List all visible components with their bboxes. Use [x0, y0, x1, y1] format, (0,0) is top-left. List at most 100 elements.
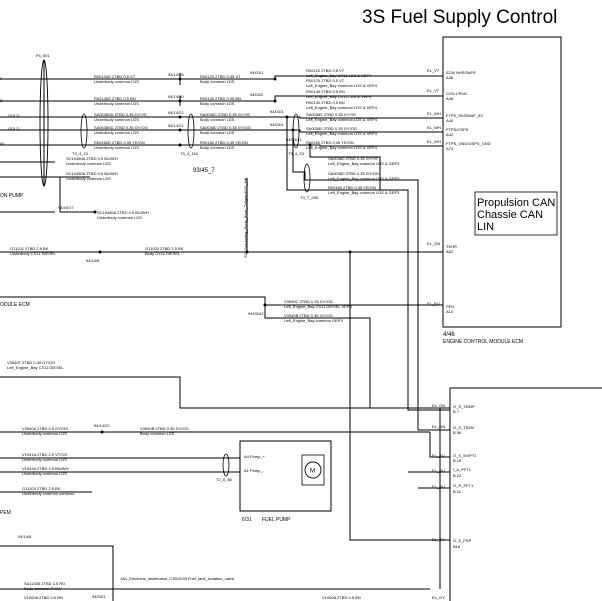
splice-set: T3_4_23 T3_4_118 T3_4_23 T3_T_006 — [72, 113, 319, 200]
wire-code: SA00380 2TBD 0.35 GY/OG — [306, 126, 357, 131]
fuel-pump-ref: 6/31 — [242, 517, 252, 523]
wire-harness: Left_Engine_Bay CX11 LDS & VEP4 — [306, 73, 372, 78]
connector-label: 94/03/42 — [248, 311, 264, 316]
wire-code: SA00380D 2TBD 0.35 GY/OG — [94, 125, 148, 130]
ecm-pin-code: EL_GN — [427, 241, 440, 246]
lower-pin-signal: O_S_TSMV — [453, 425, 475, 430]
wire-harness: Body CX11 DIESEL — [145, 251, 181, 256]
motor-icon-letter: M — [310, 469, 315, 475]
lower-pin-code: EL_GY — [432, 595, 445, 600]
connector-label: 94/03/2 — [250, 92, 264, 97]
wire-harness: Left_Engine_Bay common LDS & VEP4 — [306, 105, 378, 110]
wire-harness: Underbody common LDS — [66, 176, 111, 181]
wire-harness: Left_Engine_Bay common LDS & GEP3 — [328, 190, 400, 195]
ecm-pin-number: A46 — [446, 96, 454, 101]
motor-icon — [304, 461, 322, 479]
wire-code: SA00360 2TBD 0.35 GY/YE — [328, 156, 378, 161]
wire-code: V3940B 2TBD 0.35 GY/OG — [140, 426, 189, 431]
wire-code: R00120 2TBD 0.5 VT — [306, 78, 345, 83]
signal-ref: 93/45_7 — [193, 168, 215, 174]
lower-pin-number: B 11 — [453, 489, 462, 494]
connector-label: 94/14/28 — [168, 72, 184, 77]
lower-pin-signal: O_S_PSP — [453, 538, 472, 543]
wire-code: V1943A 2TBD 2.5 BN/WH — [22, 466, 69, 471]
wire-harness: Left_Engine_Bay CX11 DIESEL VEP4 — [284, 304, 353, 309]
lower-pin-signal: O_S_5V/PT1 — [453, 453, 477, 458]
connector-label: 94/14/21 — [168, 123, 184, 128]
ecm-pin-number: A36 — [446, 75, 454, 80]
wire-code: R00160 2TBD 0.35 YE/GN — [328, 185, 376, 190]
wire-code: R00140 2TBD 0.5 BN — [306, 100, 345, 105]
wire-harness: Left_Engine_Bay common LDS & VEP4 — [306, 145, 378, 150]
wire-code: G11203 2TBD 2.5 BK — [22, 486, 61, 491]
ecm-pin-code: EL_BU — [427, 301, 440, 306]
wire-labels-right: R00120 2TBD 0.5 VT Left_Engine_Bay CX11 … — [306, 68, 400, 195]
wire-harness: Underbody common LDS — [22, 431, 67, 436]
grounding-vertical-label: SS_Grounding_Body_Rear_Tailgate&SS_Hill — [243, 178, 248, 258]
wire-code: R00120D 2TBD 0.5 VT — [94, 74, 136, 79]
fuel-pump-pin: A4 Pump_+ — [244, 454, 266, 459]
splice-label-t3-b: T3_4_118 — [180, 151, 198, 156]
splice-t3-a — [80, 113, 88, 149]
connector-labels-top: 94/03/1 94/03/2 94/03/3 94/03/4 94/03/41… — [168, 70, 302, 174]
wire-harness: Left_Engine_Bay common LDS & VEP4 — [306, 131, 378, 136]
lower-pin-number: B 15 — [453, 458, 462, 463]
splice-label-t3-c: T3_4_23 — [288, 151, 305, 156]
lower-pin-code: EL_GN — [432, 403, 445, 408]
wire-code: SA11335 2TBD 3.5 RD — [24, 581, 65, 586]
ecm-pin-code: EL_VT — [427, 68, 440, 73]
wire-harness: Body common LDS — [200, 101, 235, 106]
fuel-pump-pin: A1 Pump_- — [244, 468, 265, 473]
wire-harness: Underbody common common — [22, 491, 74, 496]
wire-code: G11020 2TBD 2.5 BK — [145, 246, 184, 251]
connector-label: 94/03/41 — [286, 137, 302, 142]
ecm-ref: 4/46 — [443, 332, 455, 338]
wire-harness: Left_Engine_Bay CX11 LDS & VEP4 — [306, 94, 372, 99]
wire-code: R00160 2TBD 0.35 YE/GN — [200, 140, 248, 145]
wire-harness: Left_Engine_Bay common LDS & GEP3 — [328, 161, 400, 166]
splice-label-f6: F6_001 — [36, 53, 50, 58]
left-edge-mark: W — [0, 141, 4, 146]
ecm-pin-signal: PEH — [446, 304, 454, 309]
fuel-pump-box — [239, 440, 332, 512]
wire-harness: Left_Engine_Bay CX11 DIESEL — [7, 365, 64, 370]
connector-label: 94/14/22 — [168, 110, 184, 115]
wire-harness: Underbody common LDS — [94, 117, 139, 122]
splice-t3-c — [292, 113, 300, 149]
ecm-pin-signal: FTPS_GND/OSPS_GND — [446, 141, 491, 146]
wire-code: V1000A 2TBD 0.5 BN — [24, 595, 63, 600]
wire-harness: Body common LDS — [200, 130, 235, 135]
connector-label: 94/14/6 — [18, 534, 32, 539]
ecm-bus-box — [474, 191, 558, 236]
lower-module-pins: EL_GN O_S_TDMP B 7 EL_GN O_S_TSMV B 56 E… — [432, 403, 477, 600]
left-label-pem: PEM — [0, 510, 11, 516]
wire-code: V3940C 2TBD 0.35 GY/OG — [284, 299, 333, 304]
wire-harness: Underbody CX11 DIESEL — [10, 251, 57, 256]
wire-harness: Body common PHEV — [24, 586, 62, 591]
wire-harness: Left_Engine_Bay common LDS & VEP4 — [306, 83, 378, 88]
ecm-pin-signal: COV-CPMC — [446, 91, 468, 96]
lower-pin-number: B 7 — [453, 409, 460, 414]
left-edge-mark: GOLD — [8, 126, 19, 131]
lower-pin-code: EL_BU — [432, 468, 445, 473]
left-label-pump: ON PUMP — [0, 193, 24, 199]
ecm-bus-propulsion: Propulsion CAN — [477, 197, 555, 209]
wire-code: R00140 2TBD 0.35 BN — [200, 96, 241, 101]
wire-code: SA00360D 2TBD 0.35 GY/YE — [94, 112, 147, 117]
ecm-pin-code: EL_WH — [427, 139, 441, 144]
diagram-title: 3S Fuel Supply Control — [362, 7, 557, 28]
lower-module-box — [449, 387, 602, 601]
ecm-pin-number: A62 — [446, 249, 454, 254]
wire-harness: Underbody common LDS — [94, 101, 139, 106]
wire-harness: Body common LDS — [200, 117, 235, 122]
splice-t2 — [222, 453, 230, 477]
ecm-pin-code: EL_VT — [427, 88, 440, 93]
lower-pin-number: B16 — [453, 544, 461, 549]
lower-pin-number: B 22 — [453, 473, 462, 478]
wire-code: SA00380 2TBD 0.35 GY/OG — [328, 171, 379, 176]
connector-label: 94/03/4 — [270, 122, 284, 127]
ecm-pin-signal: FTPS_5V/EMAP_5V — [446, 113, 483, 118]
lower-pin-signal: G_R_PFT1 — [453, 483, 474, 488]
wire-code: SA00380 2TBD 0.35 GY/YE — [306, 112, 356, 117]
